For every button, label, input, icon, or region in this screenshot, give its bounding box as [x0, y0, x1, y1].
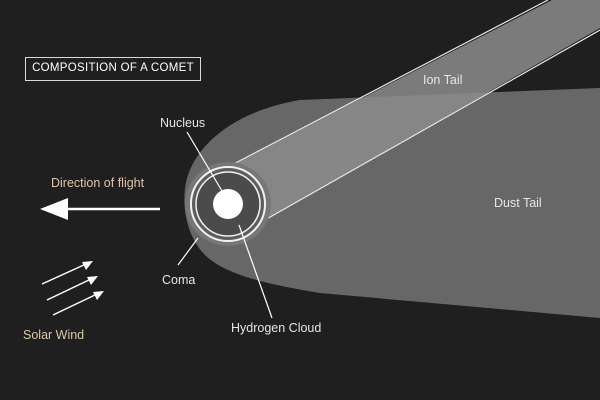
- title-box: COMPOSITION OF A COMET: [25, 57, 201, 81]
- ion-tail-outline-lower: [248, 29, 600, 230]
- ion-tail-shape: [200, 0, 600, 230]
- nucleus-label: Nucleus: [160, 116, 206, 130]
- diagram-title: COMPOSITION OF A COMET: [32, 62, 194, 74]
- solar-wind-label: Solar Wind: [23, 328, 85, 342]
- coma-leader: [177, 237, 199, 266]
- ion-tail-label: Ion Tail: [423, 73, 463, 87]
- nucleus-leader: [186, 131, 223, 192]
- nucleus-core: [213, 189, 243, 219]
- solar-wind-arrows: [41, 261, 104, 316]
- ion-tail-outline: [200, 0, 549, 182]
- hydrogen-cloud-leader: [238, 224, 273, 319]
- coma-label: Coma: [162, 273, 196, 287]
- hydrogen-cloud-label: Hydrogen Cloud: [231, 321, 322, 335]
- direction-of-flight-label: Direction of flight: [51, 176, 145, 190]
- direction-arrow-head: [40, 198, 68, 220]
- dust-tail-label: Dust Tail: [494, 196, 542, 210]
